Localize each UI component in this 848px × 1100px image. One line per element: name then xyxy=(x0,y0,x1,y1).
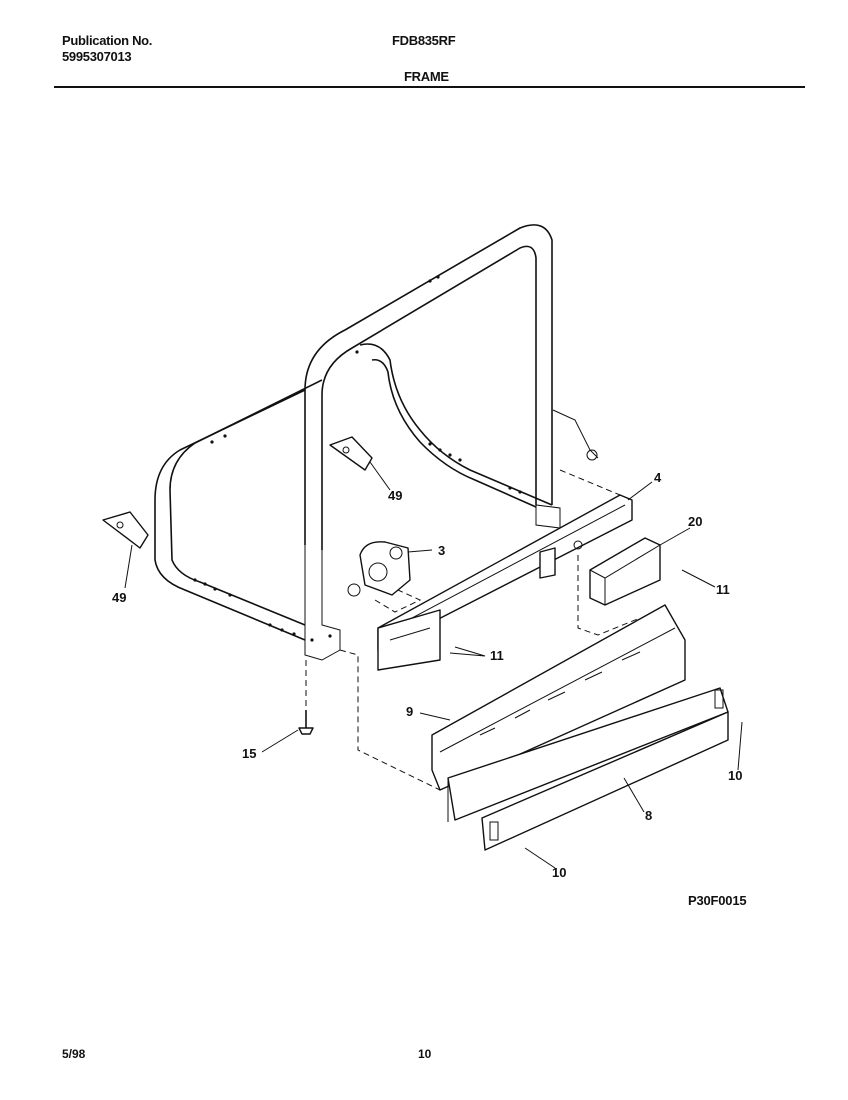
footer-page-number: 10 xyxy=(418,1047,432,1061)
callout-15: 15 xyxy=(242,746,256,761)
section-title: FRAME xyxy=(404,69,449,84)
toe-panel-lower xyxy=(447,687,729,851)
callout-4: 4 xyxy=(654,470,662,485)
leveling-screw xyxy=(298,710,314,735)
channel-bracket xyxy=(589,537,661,606)
tub-frame xyxy=(154,224,599,661)
toe-panel-upper xyxy=(431,604,686,791)
callout-8: 8 xyxy=(645,808,652,823)
header-rule xyxy=(54,86,805,88)
callout-49-upper: 49 xyxy=(388,488,402,503)
callout-11-upper: 11 xyxy=(716,582,730,597)
publication-label: Publication No. xyxy=(62,33,153,48)
callout-11-lower: 11 xyxy=(490,648,504,663)
callout-3: 3 xyxy=(438,543,445,558)
alignment-lines xyxy=(305,469,641,791)
inlet-valve xyxy=(359,541,422,613)
drawing-reference: P30F0015 xyxy=(688,893,747,908)
front-rail xyxy=(377,494,633,671)
leveling-bracket-upper xyxy=(329,436,373,471)
callout-9: 9 xyxy=(406,704,413,719)
callout-10-right: 10 xyxy=(728,768,742,783)
leveling-bracket-lower xyxy=(102,511,149,549)
publication-number: 5995307013 xyxy=(62,49,132,64)
leader-lines xyxy=(124,461,743,869)
callout-10-bottom: 10 xyxy=(552,865,566,880)
callout-49-lower: 49 xyxy=(112,590,126,605)
footer-date: 5/98 xyxy=(62,1047,86,1061)
model-number: FDB835RF xyxy=(392,33,456,48)
callout-20: 20 xyxy=(688,514,702,529)
